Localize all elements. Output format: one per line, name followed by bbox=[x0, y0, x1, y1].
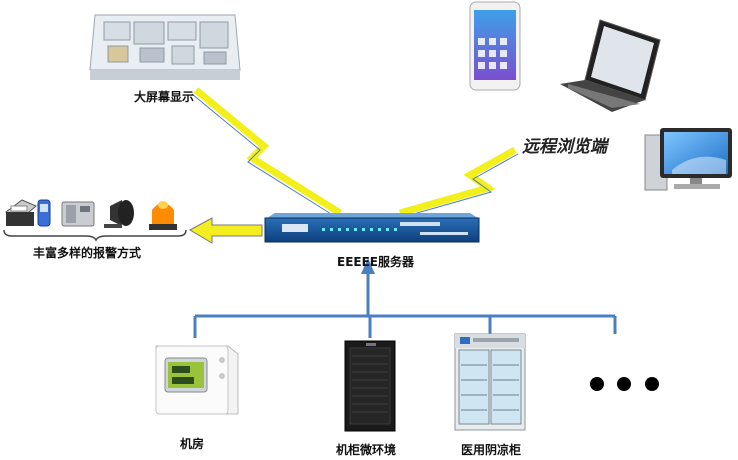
big-screen-label: 大屏幕显示 bbox=[134, 90, 195, 104]
desktop-monitor-icon bbox=[644, 128, 732, 191]
bus-lines bbox=[193, 272, 617, 338]
alarm-arrow-icon bbox=[188, 217, 263, 244]
lightning-left-icon bbox=[191, 87, 342, 218]
mobile-phone-icon bbox=[37, 199, 51, 227]
siren-speaker-icon bbox=[104, 200, 134, 228]
smartphone-icon bbox=[469, 1, 521, 91]
server-label: EEEEE服务器 bbox=[337, 255, 414, 269]
remote-browser-label: 远程浏览端 bbox=[522, 137, 607, 157]
uplink-arrow-icon bbox=[361, 258, 375, 274]
warning-light-icon bbox=[149, 201, 177, 230]
floorplan-3d-icon bbox=[89, 14, 241, 80]
cabinet-env-label: 机柜微环境 bbox=[336, 443, 397, 457]
alarm-methods-label: 丰富多样的报警方式 bbox=[33, 246, 142, 260]
laptop-icon bbox=[560, 19, 661, 112]
medical-cabinet-label: 医用阴凉柜 bbox=[461, 443, 522, 457]
network-cabinet-icon bbox=[344, 340, 396, 432]
rack-server-icon bbox=[264, 213, 480, 243]
temperature-humidity-sensor-icon bbox=[155, 345, 239, 415]
alarm-brace bbox=[3, 229, 187, 242]
telephone-icon bbox=[61, 201, 95, 227]
lightning-right-icon bbox=[399, 146, 519, 218]
medical-cool-cabinet-icon bbox=[454, 333, 526, 431]
machine-room-label: 机房 bbox=[180, 437, 205, 451]
printer-icon bbox=[4, 199, 37, 226]
